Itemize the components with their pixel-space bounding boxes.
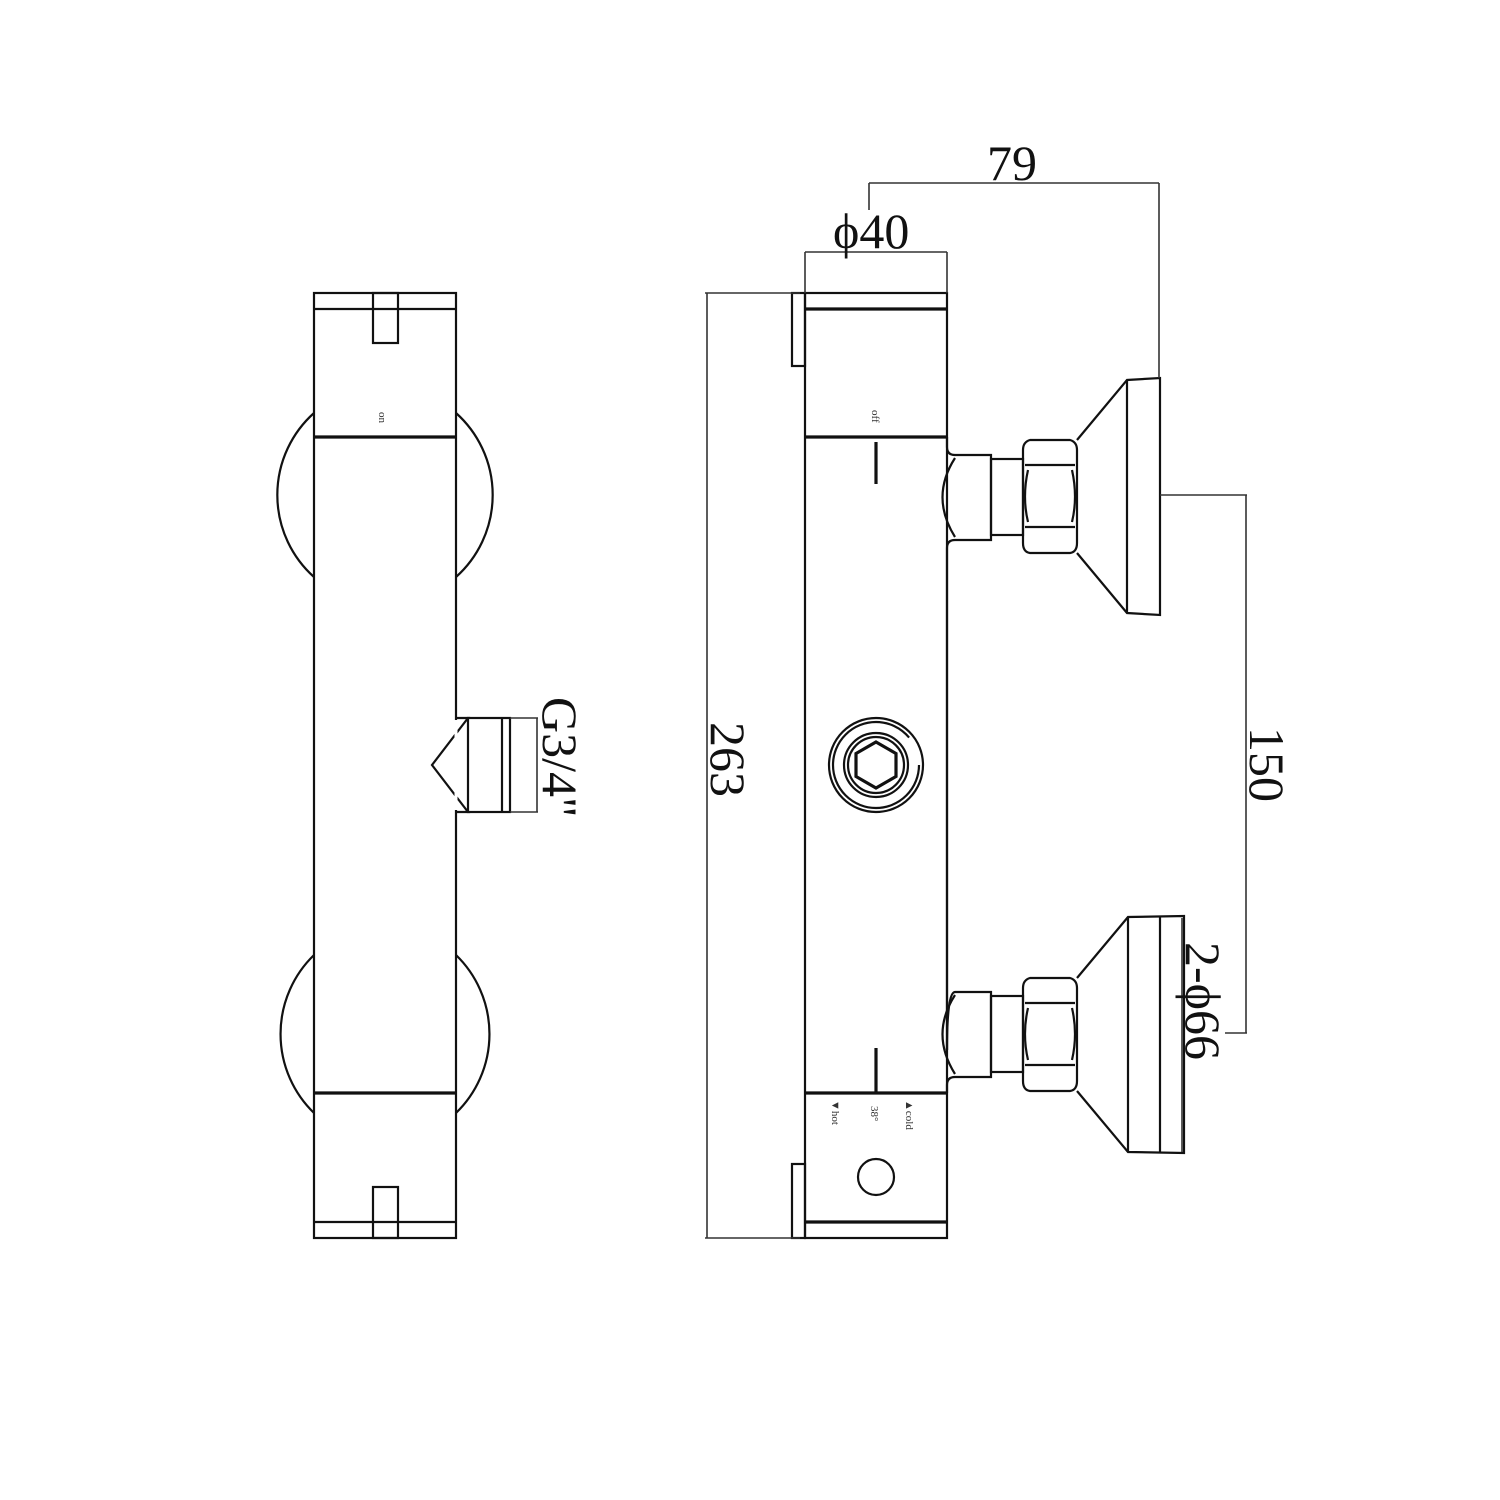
centres-label: 150 bbox=[1239, 727, 1295, 802]
on-label: on bbox=[376, 412, 388, 424]
off-label: off bbox=[869, 410, 881, 423]
top-escutcheon-right-arc bbox=[455, 412, 494, 578]
upper-escutcheon bbox=[1076, 376, 1162, 617]
temp-button bbox=[856, 1157, 896, 1197]
lower-escutcheon bbox=[1076, 914, 1186, 1155]
body-outline bbox=[803, 291, 949, 1240]
outlet-cone bbox=[430, 716, 471, 814]
hot-label: ▼hot bbox=[829, 1100, 841, 1125]
top-wall-tab bbox=[790, 291, 807, 368]
overall-length-label: 263 bbox=[700, 722, 756, 797]
bottom-wall-tab bbox=[790, 1162, 807, 1240]
upper-hex-nut bbox=[1021, 438, 1079, 555]
lower-inlet bbox=[941, 914, 1186, 1155]
body-diameter-label: ϕ40 bbox=[833, 203, 909, 259]
escutcheon-label: 2-ϕ66 bbox=[1175, 942, 1231, 1060]
inlet-thread-label: G3/4" bbox=[532, 697, 588, 817]
bottom-escutcheon-right-arc bbox=[455, 954, 491, 1114]
lower-hex-nut bbox=[1021, 976, 1079, 1093]
upper-inlet bbox=[941, 376, 1162, 1050]
outlet-thread bbox=[466, 716, 512, 814]
depth-label: 79 bbox=[987, 135, 1037, 191]
front-view: on G3/4" bbox=[276, 291, 588, 1240]
temp-label: 38° bbox=[868, 1106, 880, 1121]
cold-label: ▲cold bbox=[903, 1100, 915, 1130]
top-cap-slot bbox=[371, 291, 400, 345]
outlet-socket bbox=[827, 716, 925, 814]
side-view: off ▼hot 38° ▲cold bbox=[790, 291, 1186, 1240]
dimensions: 263 ϕ40 79 150 2-ϕ66 bbox=[700, 135, 1295, 1239]
bottom-cap-slot bbox=[371, 1185, 400, 1240]
top-escutcheon-left-arc bbox=[276, 412, 315, 578]
hex-socket-icon bbox=[854, 740, 898, 790]
body-outline bbox=[312, 291, 458, 1240]
bottom-escutcheon-left-arc bbox=[279, 954, 315, 1114]
